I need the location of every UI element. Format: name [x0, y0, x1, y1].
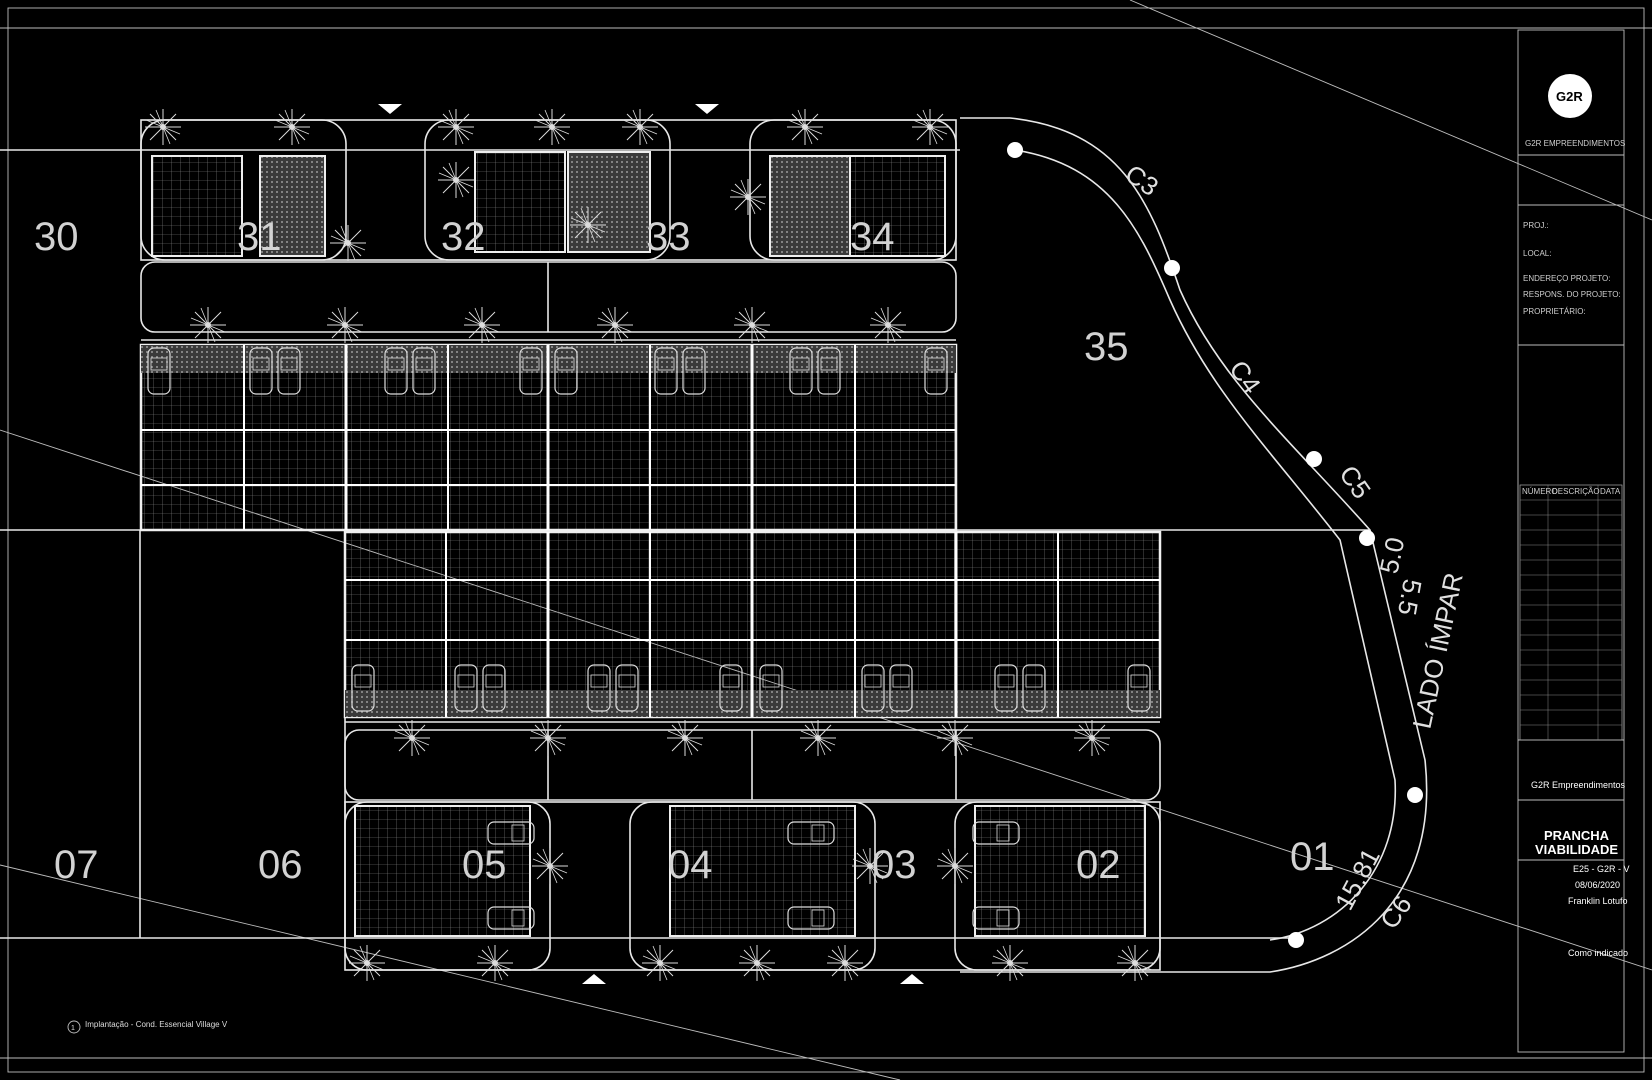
- logo-text: G2R: [1556, 89, 1583, 104]
- curve-label-c4: C4: [1223, 355, 1267, 399]
- lot-label: 06: [258, 843, 303, 887]
- sheet-code: E25 - G2R - V: [1573, 864, 1630, 874]
- revision-table: [1519, 484, 1623, 741]
- marker-triangle: [582, 974, 606, 984]
- reference-line: [0, 864, 901, 1080]
- caption-marker: [67, 1020, 81, 1034]
- company-tag: G2R EMPREENDIMENTOS: [1525, 139, 1625, 148]
- sheet-title-1: PRANCHA: [1544, 828, 1610, 843]
- tb-field: ENDEREÇO PROJETO:: [1523, 274, 1610, 283]
- lot-label: 04: [668, 843, 713, 887]
- lot-label: 03: [872, 843, 917, 887]
- lot-label: 31: [237, 215, 282, 259]
- curve-points: [1007, 142, 1423, 948]
- sheet-scale: Como indicado: [1568, 948, 1628, 958]
- lot-label: 01: [1290, 835, 1335, 879]
- curve-label-c3: C3: [1120, 158, 1164, 202]
- lot-label: 30: [34, 215, 79, 259]
- tb-field: RESPONS. DO PROJETO:: [1523, 290, 1621, 299]
- caption-number: 1: [71, 1025, 75, 1032]
- sheet-title-2: VIABILIDADE: [1535, 842, 1618, 857]
- townhouse-block-upper: [139, 343, 958, 532]
- top-houses: [140, 119, 957, 261]
- marker-triangle: [378, 104, 402, 114]
- bottom-houses: [344, 801, 1161, 971]
- tb-field: PROPRIETÁRIO:: [1523, 307, 1586, 316]
- dimension-15-81: 15.81: [1329, 843, 1386, 915]
- lot-label: 35: [1084, 325, 1129, 369]
- road-curve-outer: [960, 117, 1428, 973]
- logo-circle: [1548, 74, 1592, 118]
- company-name: G2R Empreendimentos: [1531, 780, 1626, 790]
- sheet-date: 08/06/2020: [1575, 880, 1620, 890]
- dimension-5-0: 5.0: [1374, 535, 1411, 577]
- lot-label: 05: [462, 843, 507, 887]
- bottom-parking-strip: [344, 721, 1161, 801]
- tb-field: LOCAL:: [1523, 249, 1551, 258]
- curve-label-c6: C6: [1374, 890, 1418, 934]
- townhouse-block-lower: [343, 530, 1162, 719]
- dimension-5-5: 5.5: [1392, 577, 1428, 618]
- lot-label: 32: [441, 215, 486, 259]
- sheet-border: [7, 7, 1645, 1073]
- drawing-caption: Implantação - Cond. Essencial Village V: [85, 1020, 228, 1029]
- lot-label: 34: [850, 215, 895, 259]
- marker-triangle: [695, 104, 719, 114]
- sheet-author: Franklin Lotufo: [1568, 896, 1628, 906]
- rev-header: DATA: [1600, 487, 1621, 496]
- lot-label: 33: [646, 215, 691, 259]
- title-block: G2R G2R EMPREENDIMENTOS PROJ.: LOCAL: EN…: [1517, 29, 1630, 1053]
- top-parking-strip: [140, 261, 957, 341]
- lot-label: 02: [1076, 843, 1121, 887]
- tb-field: PROJ.:: [1523, 221, 1549, 230]
- lot-label: 07: [54, 843, 99, 887]
- rev-header: NÚMERO: [1522, 487, 1558, 496]
- road-curve-inner: [1014, 149, 1396, 941]
- rev-header: DESCRIÇÃO: [1552, 487, 1600, 496]
- reference-line: [1129, 0, 1652, 221]
- marker-triangle: [900, 974, 924, 984]
